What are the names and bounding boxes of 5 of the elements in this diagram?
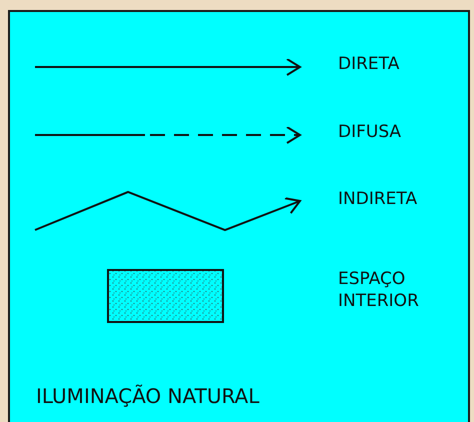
caption: ILUMINAÇÃO NATURAL <box>36 384 260 408</box>
legend-label: INDIRETA <box>338 188 418 210</box>
legend-label: DIRETA <box>338 53 400 75</box>
legend-label: ESPAÇO INTERIOR <box>338 268 420 312</box>
legend-label: DIFUSA <box>338 121 402 143</box>
